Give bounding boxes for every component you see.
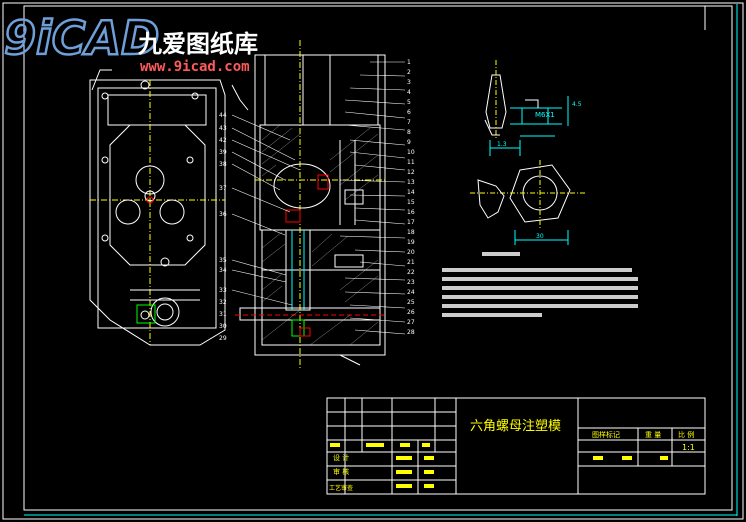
part-number-right: 28: [407, 329, 415, 336]
brand-url: www.9icad.com: [140, 59, 250, 75]
hex-nut-view: [470, 160, 585, 245]
part-number-right: 26: [407, 309, 415, 316]
part-number-right: 22: [407, 269, 415, 276]
watermark-logo: 9iCAD 九爱图纸库 www.9icad.com: [2, 4, 302, 76]
part-number-left: 31: [219, 311, 227, 318]
part-number-right: 16: [407, 209, 415, 216]
dim-height: 4.5: [572, 101, 582, 108]
part-number-right: 7: [407, 119, 411, 126]
section-hatching: [261, 124, 379, 346]
part-number-left: 38: [219, 161, 227, 168]
inner-frame: [23, 5, 733, 511]
part-number-right: 4: [407, 89, 411, 96]
title-block-label-scale: 比 例: [678, 430, 694, 439]
part-number-right: 8: [407, 129, 411, 136]
title-block-label-mark: 图样标记: [592, 430, 620, 439]
part-number-right: 17: [407, 219, 415, 226]
part-numbers-left: 44 43 42 39 38 37 36 35 34 33 32 31 30 29: [219, 112, 227, 342]
part-number-right: 27: [407, 319, 415, 326]
leader-lines-left: [231, 114, 301, 306]
part-number-right: 10: [407, 149, 415, 156]
drawing-scale: 1:1: [682, 443, 695, 452]
logo-text: 9iCAD: [4, 11, 159, 65]
part-number-right: 12: [407, 169, 415, 176]
title-block-label-review: 审 核: [333, 467, 349, 476]
title-block: [326, 397, 706, 495]
mold-top-view: [89, 69, 226, 346]
part-number-left: 32: [219, 299, 227, 306]
part-number-right: 19: [407, 239, 415, 246]
dim-thread: M6X1: [535, 111, 555, 119]
part-number-right: 13: [407, 179, 415, 186]
part-number-left: 42: [219, 137, 227, 144]
part-number-left: 33: [219, 287, 227, 294]
part-number-left: 43: [219, 125, 227, 132]
part-number-right: 20: [407, 249, 415, 256]
dim-width: 1.3: [497, 141, 507, 148]
leader-lines-right: [339, 61, 406, 335]
part-number-left: 36: [219, 211, 227, 218]
part-number-right: 15: [407, 199, 415, 206]
part-number-left: 37: [219, 185, 227, 192]
part-number-left: 34: [219, 267, 227, 274]
part-number-right: 21: [407, 259, 415, 266]
mold-section-view: [231, 40, 386, 370]
part-numbers-right: 1234567891011121314151617181920212223242…: [407, 59, 415, 336]
technical-notes: [442, 252, 638, 317]
title-block-label-design: 设 计: [333, 453, 349, 462]
title-block-cells: [330, 443, 668, 488]
part-number-left: 44: [219, 112, 227, 119]
brand-name: 九爱图纸库: [137, 30, 258, 58]
nut-detail-view: [484, 60, 569, 156]
drawing-title: 六角螺母注塑模: [470, 419, 561, 434]
part-number-right: 6: [407, 109, 411, 116]
part-number-right: 18: [407, 229, 415, 236]
part-number-right: 14: [407, 189, 415, 196]
title-block-label-process: 工艺审查: [329, 484, 353, 492]
title-block-label-weight: 重 量: [645, 431, 661, 439]
part-number-right: 1: [407, 59, 411, 66]
part-number-right: 11: [407, 159, 415, 166]
part-number-right: 5: [407, 99, 411, 106]
dim-hex: 30: [536, 233, 544, 240]
part-number-right: 25: [407, 299, 415, 306]
part-number-right: 24: [407, 289, 415, 296]
part-number-right: 2: [407, 69, 411, 76]
part-number-left: 29: [219, 335, 227, 342]
part-number-left: 35: [219, 257, 227, 264]
part-number-left: 30: [219, 323, 227, 330]
part-number-right: 9: [407, 139, 411, 146]
part-number-right: 3: [407, 79, 411, 86]
part-number-left: 39: [219, 149, 227, 156]
part-number-right: 23: [407, 279, 415, 286]
